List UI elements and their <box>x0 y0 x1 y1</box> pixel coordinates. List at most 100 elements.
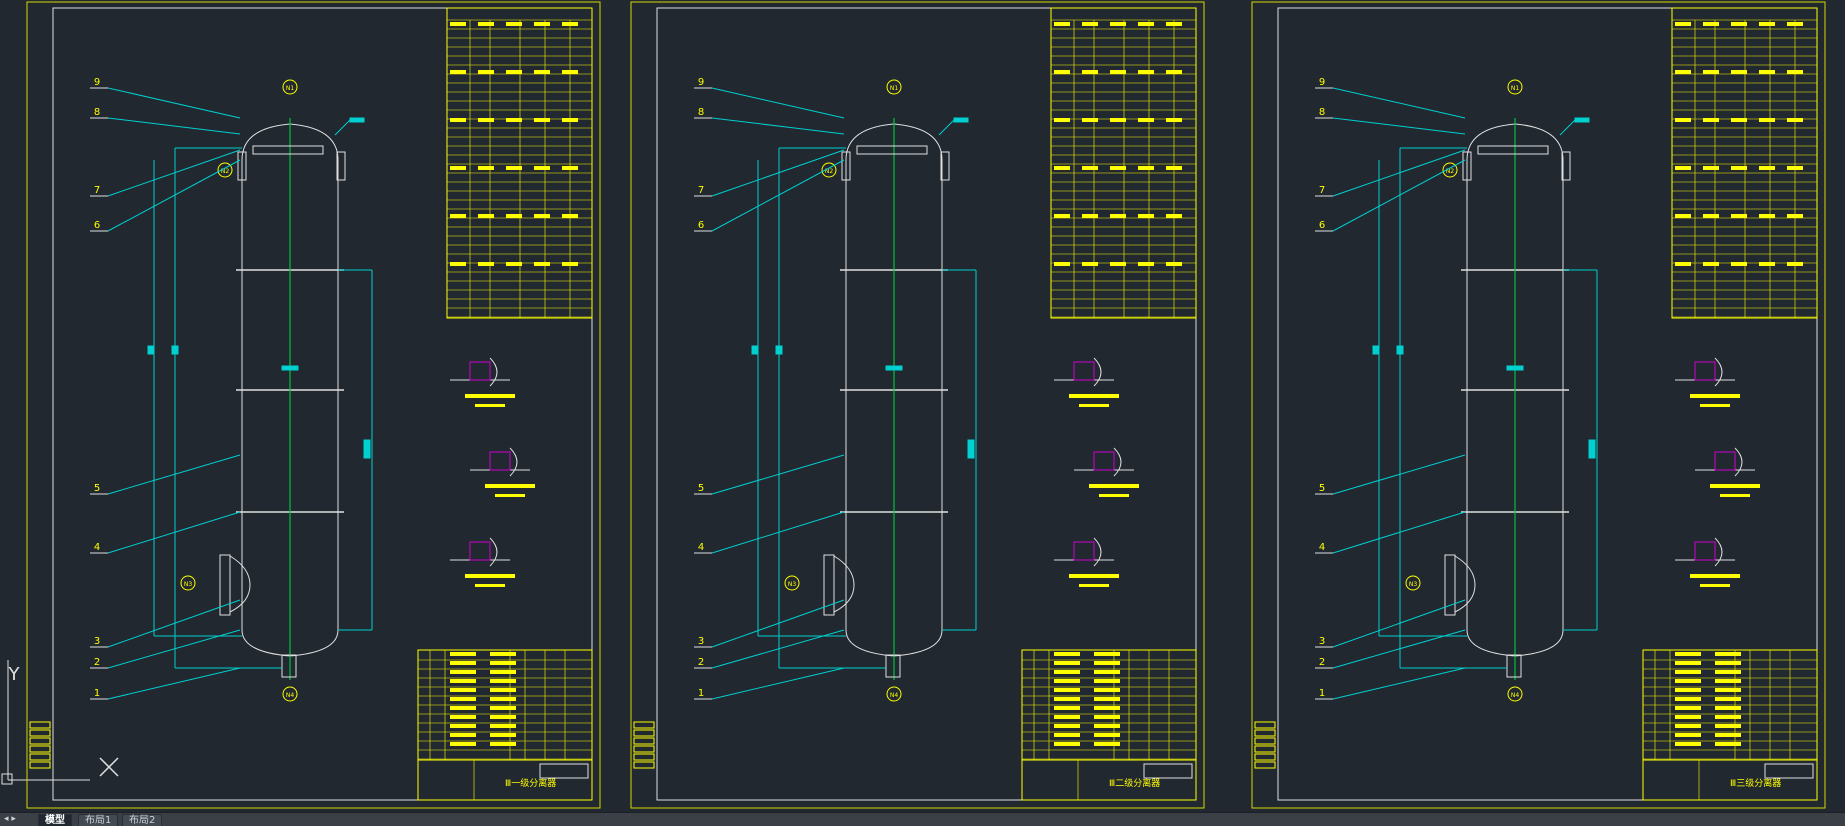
table-cell-text <box>1138 22 1154 26</box>
strip-block <box>633 745 655 753</box>
strip-block <box>633 737 655 745</box>
table-cell-text <box>1082 262 1098 266</box>
nozzle-label-top: N1 <box>1511 85 1519 92</box>
table-cell-text <box>1138 214 1154 218</box>
detail-weld <box>469 541 491 561</box>
table-cell-text <box>1787 214 1803 218</box>
nozzle-label-bottom: N4 <box>286 692 294 699</box>
callout-number: 5 <box>1319 483 1325 494</box>
table-cell-text <box>450 214 466 218</box>
table-cell-text <box>1166 166 1182 170</box>
bom-cell-text <box>1054 652 1080 656</box>
bom-cell-text <box>1094 742 1120 746</box>
detail-arc <box>1093 357 1102 387</box>
strip-block <box>29 753 51 761</box>
bom-cell-text <box>490 742 516 746</box>
bom-cell-text <box>490 706 516 710</box>
level-transmitter <box>967 439 975 459</box>
table-cell-text <box>1138 118 1154 122</box>
demister-pad <box>1477 145 1549 155</box>
bom-cell-text <box>1675 733 1701 737</box>
callout-number: 5 <box>698 483 704 494</box>
title-frame <box>1642 759 1818 801</box>
ucs-icon: Y <box>1 660 119 785</box>
table-cell-text <box>1703 22 1719 26</box>
level-transmitter <box>363 439 371 459</box>
strip-block <box>633 753 655 761</box>
table-cell-text <box>1703 262 1719 266</box>
table-cell-text <box>562 214 578 218</box>
table-cell-text <box>450 70 466 74</box>
demister-pad <box>252 145 324 155</box>
callout-number: 7 <box>1319 185 1325 196</box>
bom-cell-text <box>450 688 476 692</box>
callout-number: 8 <box>698 107 704 118</box>
tab-model[interactable]: 模型 <box>38 814 72 826</box>
detail-caption <box>475 584 505 587</box>
table-cell-text <box>506 22 522 26</box>
table-cell-text <box>478 22 494 26</box>
bom-cell-text <box>1054 715 1080 719</box>
table-cell-text <box>1759 166 1775 170</box>
sheet-outer-frame <box>630 1 1205 809</box>
bom-cell-text <box>490 697 516 701</box>
bom-cell-text <box>490 733 516 737</box>
strip-block <box>1254 761 1276 769</box>
table-cell-text <box>1054 22 1070 26</box>
side-nozzle-top-right <box>1561 151 1571 181</box>
callout-leader <box>1332 159 1466 232</box>
detail-caption <box>1069 394 1119 398</box>
table-cell-text <box>1082 166 1098 170</box>
side-nozzle-top-right <box>336 151 346 181</box>
bom-cell-text <box>450 715 476 719</box>
table-cell-text <box>1703 118 1719 122</box>
bom-cell-text <box>1715 670 1741 674</box>
weld-details <box>1675 357 1760 587</box>
callout-number: 3 <box>698 636 704 647</box>
table-cell-text <box>506 166 522 170</box>
side-nozzle-top-right <box>940 151 950 181</box>
tab-layout1[interactable]: 布局1 <box>78 814 119 826</box>
table-cell-text <box>534 118 550 122</box>
title-logo-box <box>1143 763 1193 779</box>
tab-layout2[interactable]: 布局2 <box>122 814 163 826</box>
bottom-nozzle <box>885 654 901 678</box>
tab-nav-arrows[interactable]: ◂ ▸ <box>4 814 16 824</box>
table-cell-text <box>562 70 578 74</box>
callout-leader <box>1332 87 1466 119</box>
bom-cell-text <box>450 652 476 656</box>
bom-cell-text <box>450 697 476 701</box>
bom-cell-text <box>1675 724 1701 728</box>
callout-leader <box>711 511 845 554</box>
table-cell-text <box>1054 166 1070 170</box>
nozzle-balloon-bottom <box>886 686 902 702</box>
detail-arc <box>1734 447 1743 477</box>
callout-number: 1 <box>698 688 704 699</box>
title-logo-box <box>1764 763 1814 779</box>
bom-cell-text <box>490 661 516 665</box>
bom-cell-text <box>490 715 516 719</box>
side-nozzle-top <box>237 151 247 181</box>
nozzle-balloon-side-top <box>821 162 837 178</box>
bom-cell-text <box>1715 733 1741 737</box>
callout-leader <box>107 159 241 232</box>
bom-cell-text <box>1054 661 1080 665</box>
table-cell-text <box>1138 262 1154 266</box>
psv-flange <box>953 117 969 123</box>
table-cell-text <box>534 262 550 266</box>
table-cell-text <box>1787 118 1803 122</box>
detail-weld <box>1694 541 1716 561</box>
tech-table-frame <box>1671 7 1818 319</box>
side-nozzle-top <box>841 151 851 181</box>
detail-caption <box>1099 494 1129 497</box>
detail-caption <box>485 484 535 488</box>
tech-table-frame <box>446 7 593 319</box>
sheet-inner-frame <box>656 7 1197 801</box>
bom-cell-text <box>1675 661 1701 665</box>
table-cell-text <box>1731 70 1747 74</box>
layout-tab-bar: ◂ ▸ 模型 布局1 布局2 <box>0 812 1845 826</box>
bom-cell-text <box>450 706 476 710</box>
